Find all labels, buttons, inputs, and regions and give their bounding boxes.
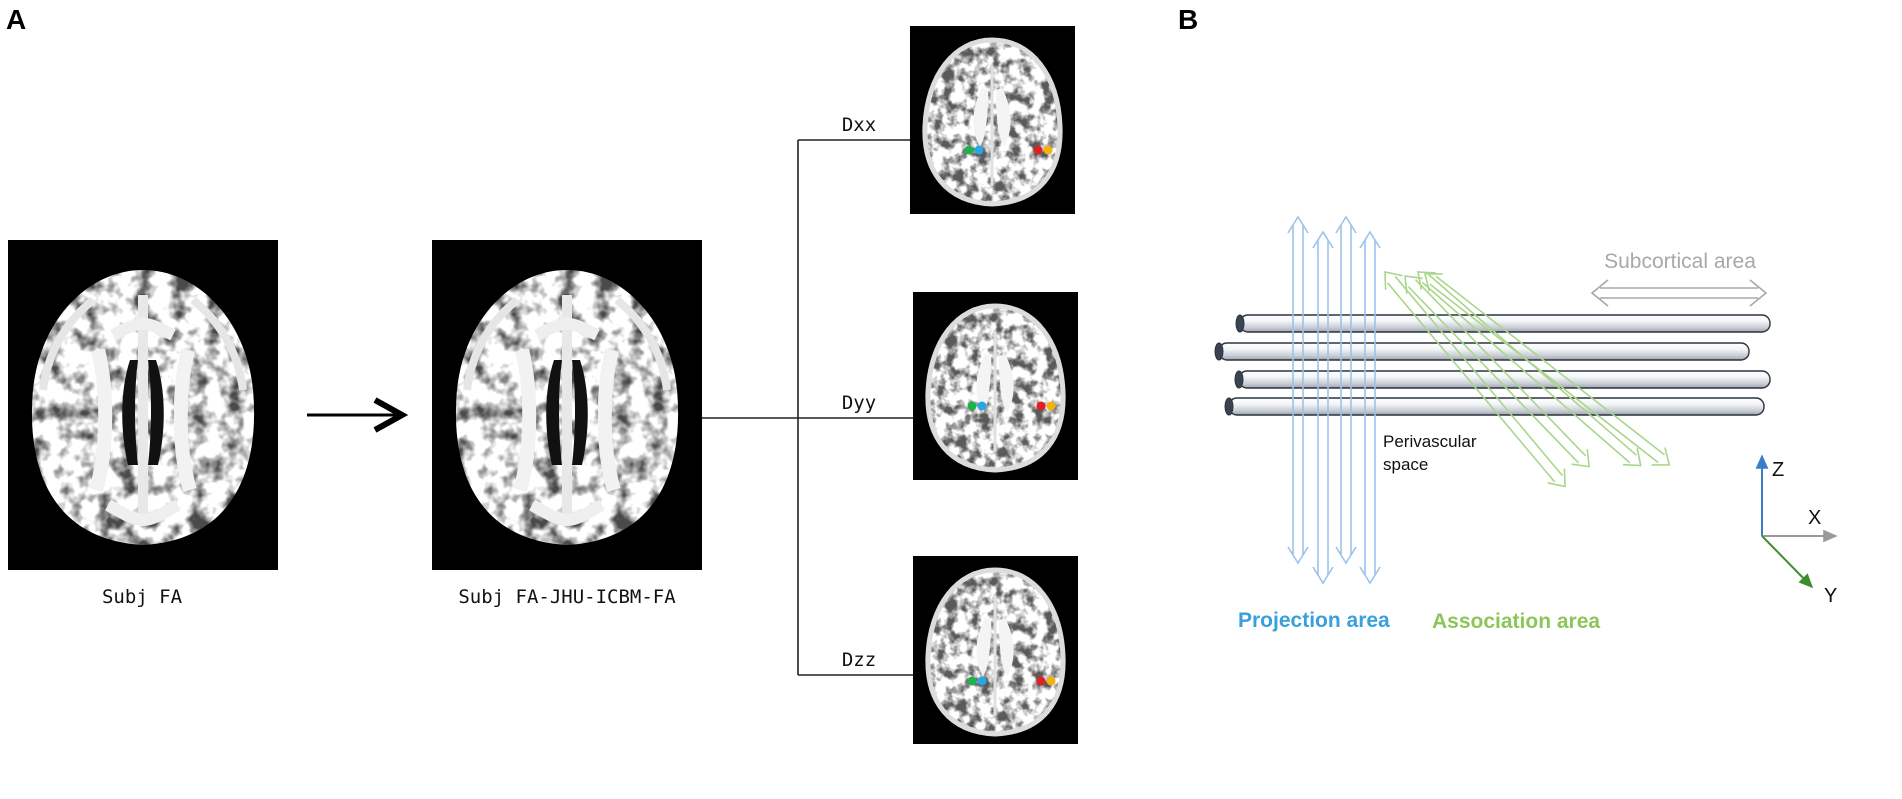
dxx-label: Dxx (842, 114, 876, 136)
panel-a-letter: A (6, 4, 26, 35)
y-axis (1761, 535, 1814, 589)
roi-marker (967, 401, 977, 411)
registered-fa-image (432, 240, 702, 570)
cylinder (1235, 314, 1771, 333)
perivascular-label-line2: space (1383, 455, 1428, 474)
dyy-roi-markers (967, 401, 1056, 411)
y-axis-label: Y (1824, 585, 1837, 607)
roi-marker (964, 145, 974, 155)
perivascular-label-line1: Perivascular (1383, 432, 1477, 451)
projection-arrow (1312, 230, 1334, 585)
roi-marker (1033, 145, 1043, 155)
dyy-label: Dyy (842, 392, 876, 414)
registered-fa-caption: Subj FA-JHU-ICBM-FA (458, 586, 676, 608)
panel-b-letter: B (1178, 4, 1198, 35)
roi-marker (977, 401, 987, 411)
projection-arrow (1287, 215, 1309, 565)
x-axis-label: X (1808, 507, 1821, 529)
dyy-map (913, 292, 1078, 480)
roi-marker (1043, 145, 1053, 155)
dzz-map (913, 556, 1078, 744)
roi-marker (974, 145, 984, 155)
roi-marker (1036, 401, 1046, 411)
association-arrow (1423, 273, 1671, 466)
projection-arrows (1287, 215, 1381, 585)
subj-fa-caption: Subj FA (102, 586, 183, 608)
roi-marker (1046, 676, 1056, 686)
projection-arrow (1335, 215, 1357, 565)
roi-marker (1046, 401, 1056, 411)
projection-area-label: Projection area (1238, 609, 1390, 632)
z-axis-label: Z (1772, 459, 1784, 481)
cylinder (1234, 370, 1771, 389)
association-arrows (1384, 271, 1671, 488)
coordinate-axes: Z X Y (1755, 454, 1838, 607)
dxx-map (910, 26, 1075, 214)
connector-tree (702, 139, 913, 676)
subcortical-label: Subcortical area (1604, 250, 1756, 273)
cylinder (1224, 397, 1765, 416)
dzz-roi-markers (967, 676, 1056, 686)
dxx-roi-markers (964, 145, 1053, 155)
subcortical-arrow (1590, 279, 1768, 307)
projection-arrow (1359, 230, 1381, 585)
subj-fa-image (8, 240, 278, 570)
roi-marker (1036, 676, 1046, 686)
association-arrow (1404, 275, 1590, 468)
cylinder (1214, 342, 1750, 361)
association-area-label: Association area (1432, 610, 1600, 633)
roi-marker (967, 676, 977, 686)
dzz-label: Dzz (842, 649, 876, 671)
roi-marker (977, 676, 987, 686)
association-arrow (1384, 271, 1566, 488)
